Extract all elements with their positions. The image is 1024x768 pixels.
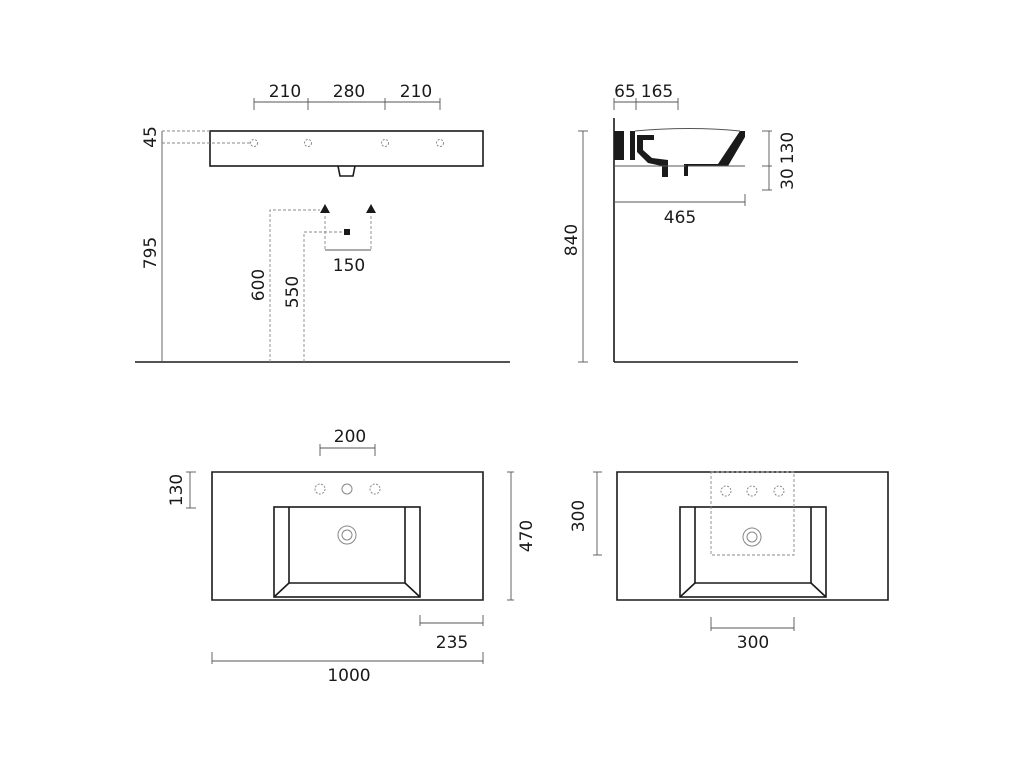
basin-plan-outline xyxy=(211,471,484,601)
tap-hole-center-icon xyxy=(341,483,353,495)
waste-outlet-profile xyxy=(337,165,356,177)
dim-tap-hole-spacing: 200 xyxy=(334,427,366,447)
dim-plan-depth: 470 xyxy=(517,520,537,552)
dim-overall-width: 1000 xyxy=(327,666,370,686)
dim-supply-spacing: 150 xyxy=(333,256,365,276)
dim-tap-spacing-middle: 280 xyxy=(333,82,365,102)
basin-section-profile xyxy=(614,131,745,177)
dim-waste-height: 550 xyxy=(283,276,303,308)
waste-connection-marker-icon xyxy=(344,229,350,235)
side-elevation: 65 165 130 30 465 840 xyxy=(562,82,798,363)
tap-hole-right-icon xyxy=(369,483,381,495)
hot-supply-marker-icon xyxy=(320,204,330,213)
front-elevation: 210 280 210 45 795 150 600 550 xyxy=(135,82,510,363)
tap-hole-alt-center-icon xyxy=(746,485,758,497)
plan-view: 200 130 470 235 1000 xyxy=(167,427,537,686)
dim-rim-height: 45 xyxy=(141,126,161,148)
dim-supply-height: 600 xyxy=(249,269,269,301)
bowl-outer-outline xyxy=(273,506,421,598)
dim-height-to-top: 840 xyxy=(562,224,582,256)
dim-side-depth: 465 xyxy=(664,208,696,228)
dim-side-margin: 235 xyxy=(436,633,468,653)
dim-rim-depth: 130 xyxy=(778,132,798,164)
plan-view-alt: 300 300 xyxy=(569,471,889,653)
dim-bottom-depth: 30 xyxy=(778,168,798,190)
tap-spacing-dimension-line xyxy=(253,98,441,110)
basin-plan-outline-alt xyxy=(616,471,889,601)
tap-hole-alt-left-icon xyxy=(720,485,732,497)
tap-hole-left-icon xyxy=(314,483,326,495)
dim-height-to-rim: 795 xyxy=(141,237,161,269)
dim-tap-spacing-right: 210 xyxy=(400,82,432,102)
dim-tap-spacing-left: 210 xyxy=(269,82,301,102)
tap-hole-alt-right-icon xyxy=(773,485,785,497)
waste-height-leader xyxy=(303,231,346,362)
dim-top-offset-b: 165 xyxy=(641,82,673,102)
supply-height-leader xyxy=(269,209,320,362)
cold-supply-marker-icon xyxy=(366,204,376,213)
tap-zone-outline xyxy=(710,471,795,556)
dim-tap-zone-depth: 300 xyxy=(569,500,589,532)
waste-drain-icon xyxy=(337,525,357,545)
waste-drain-alt-icon xyxy=(742,527,762,547)
bowl-inner-outline xyxy=(288,507,406,584)
dim-top-offset-a: 65 xyxy=(614,82,636,102)
dim-tap-row-offset: 130 xyxy=(167,474,187,506)
dim-tap-zone-width: 300 xyxy=(737,633,769,653)
bowl-inner-outline-alt xyxy=(694,507,812,584)
front-tap-holes xyxy=(250,139,444,147)
bowl-outer-outline-alt xyxy=(679,506,827,598)
basin-front-outline xyxy=(209,130,484,167)
